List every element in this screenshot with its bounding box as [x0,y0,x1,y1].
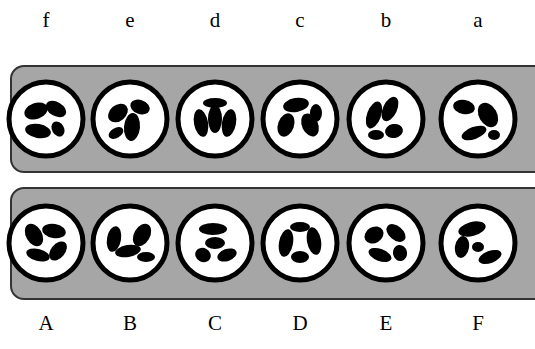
cell-circle [9,206,83,280]
chromosome-blob [203,98,227,108]
chromosome-blob [41,222,67,240]
cell-circle [93,206,167,280]
chromosome-blob [46,238,71,264]
chromosome-blob [310,104,322,122]
chromosome-blob [290,222,310,232]
chromosome-blob [361,223,386,247]
top-band [11,66,535,172]
chromosome-blob [24,122,52,140]
chromosome-blob [392,244,409,262]
cell-circles [9,82,515,280]
chromosome-blob [193,245,214,265]
column-letter: e [125,10,134,31]
chromosome-blob [216,246,239,264]
cell-circle [263,206,337,280]
column-letter: A [38,313,53,334]
cell-circle [178,82,252,156]
cell-circle [178,206,252,280]
cell-circle [9,82,83,156]
chromosome-blob [192,108,211,138]
chromosome-blob [21,221,47,250]
chromosome-blob [137,252,155,262]
column-letter: a [473,10,482,31]
column-letter: f [43,10,50,31]
cell-circle [349,206,423,280]
bottom-band [11,188,535,299]
column-letter: B [123,313,137,334]
chromosome-blob [305,226,324,256]
chromosome-blob [205,237,225,249]
column-letter: F [472,313,484,334]
column-letter: C [208,313,222,334]
chromosome-blob [367,245,394,264]
chromosome-blob [472,242,484,252]
chromosome-blob [368,130,384,140]
chromosome-blob [460,123,489,143]
chromosome-blob [291,251,309,263]
chromosome-blob [208,105,222,133]
chromosome-blob [123,112,141,141]
cell-circle [349,82,423,156]
chromosome-blob [378,94,402,123]
column-letter: E [380,313,393,334]
chromosome-blob [383,221,409,246]
chromosome-blob [452,98,476,116]
column-letter: d [210,10,221,31]
chromosome-blob [49,119,67,139]
cell-circle [263,82,337,156]
cell-circle [441,82,515,156]
chromosome-blob [220,108,239,138]
column-letter: c [295,10,304,31]
chromosome-blob [282,96,310,114]
chromosome-blob [199,223,227,235]
chromosome-blob [107,125,126,142]
chromosome-blob [25,246,51,264]
chromosome-blob [129,221,155,250]
chromosome-blob [384,123,404,140]
chromosome-blob [453,235,471,259]
chromosome-blob [277,228,296,258]
chromosome-blob [43,97,69,120]
column-letter: b [381,10,392,31]
cell-circle [441,206,515,280]
chromosome-blob [488,130,500,140]
column-letter: D [292,313,307,334]
chromosome-blob [457,219,488,240]
chromosome-blob [274,111,297,139]
cell-circle [93,82,167,156]
chromosome-blob [22,99,50,122]
